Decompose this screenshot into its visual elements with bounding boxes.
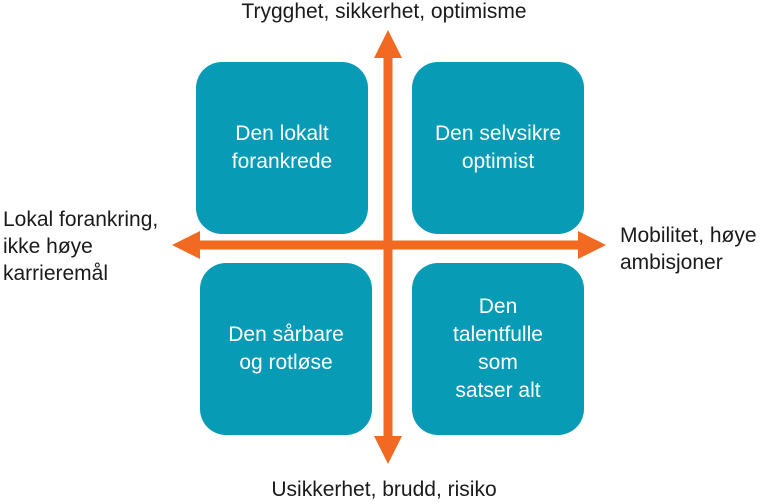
axis-label-bottom: Usikkerhet, brudd, risiko — [271, 478, 497, 501]
quadrant-top-left: Den lokalt forankrede — [196, 62, 368, 234]
quadrant-bottom-left: Den sårbare og rotløse — [200, 263, 372, 435]
arrowhead-left-icon — [172, 231, 200, 259]
axis-label-right: Mobilitet, høye ambisjoner — [620, 224, 757, 274]
axis-label-left: Lokal forankring, ikke høye karrieremål — [3, 208, 159, 285]
axis-label-top: Trygghet, sikkerhet, optimisme — [241, 0, 527, 23]
arrowhead-right-icon — [578, 231, 606, 259]
arrowhead-up-icon — [374, 30, 402, 58]
quadrant-top-right: Den selvsikre optimist — [412, 62, 584, 234]
arrowhead-down-icon — [374, 436, 402, 464]
horizontal-axis-arrow — [172, 231, 606, 259]
quadrant-bottom-right: Den talentfulle som satser alt — [412, 263, 584, 435]
